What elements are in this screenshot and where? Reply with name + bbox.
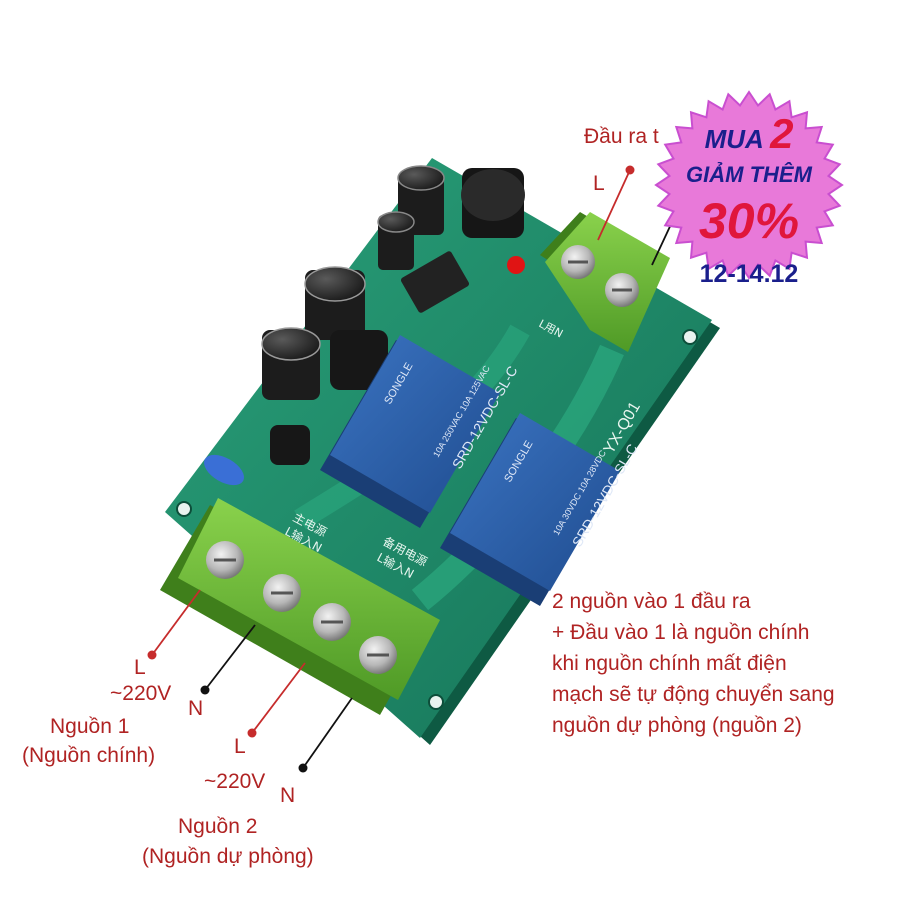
source1-voltage: ~220V — [110, 682, 172, 705]
output-terminal-block — [540, 212, 670, 352]
source1-N-label: N — [188, 697, 204, 720]
pointer-lines — [147, 165, 681, 773]
description-block: 2 nguồn vào 1 đầu ra + Đầu vào 1 là nguồ… — [552, 586, 835, 741]
source2-role: (Nguồn dự phòng) — [142, 845, 314, 868]
description-line: 2 nguồn vào 1 đầu ra — [552, 590, 751, 613]
badge-discount-label: GIẢM THÊM — [686, 162, 812, 187]
description-line: mạch sẽ tự động chuyển sang — [552, 683, 835, 706]
source1-role: (Nguồn chính) — [22, 744, 156, 767]
source1-L-label: L — [134, 656, 146, 679]
promo-badge: MUA 2 GIẢM THÊM 30% 12-14.12 — [654, 90, 844, 288]
badge-buy-prefix: MUA — [704, 124, 763, 154]
badge-dates: 12-14.12 — [699, 260, 799, 288]
description-line: khi nguồn chính mất điện — [552, 652, 787, 675]
source2-name: Nguồn 2 — [178, 815, 258, 838]
source1-name: Nguồn 1 — [50, 715, 130, 738]
input-terminal-block — [160, 498, 440, 715]
source2-voltage: ~220V — [204, 770, 266, 793]
output-L-label: L — [593, 172, 605, 195]
description-line: nguồn dự phòng (nguồn 2) — [552, 714, 802, 737]
capacitors — [204, 165, 525, 486]
description-line: + Đầu vào 1 là nguồn chính — [552, 621, 810, 644]
source2-L-label: L — [234, 735, 246, 758]
burst-shape — [654, 90, 844, 280]
badge-percent: 30% — [698, 193, 800, 249]
badge-buy-line: MUA 2 — [654, 110, 844, 158]
source2-N-label: N — [280, 784, 296, 807]
relay-1: SONGLE SRD-12VDC-SL-C 10A 250VAC 10A 125… — [320, 335, 521, 528]
badge-buy-number: 2 — [770, 110, 794, 157]
output-title: Đầu ra t — [584, 125, 659, 148]
